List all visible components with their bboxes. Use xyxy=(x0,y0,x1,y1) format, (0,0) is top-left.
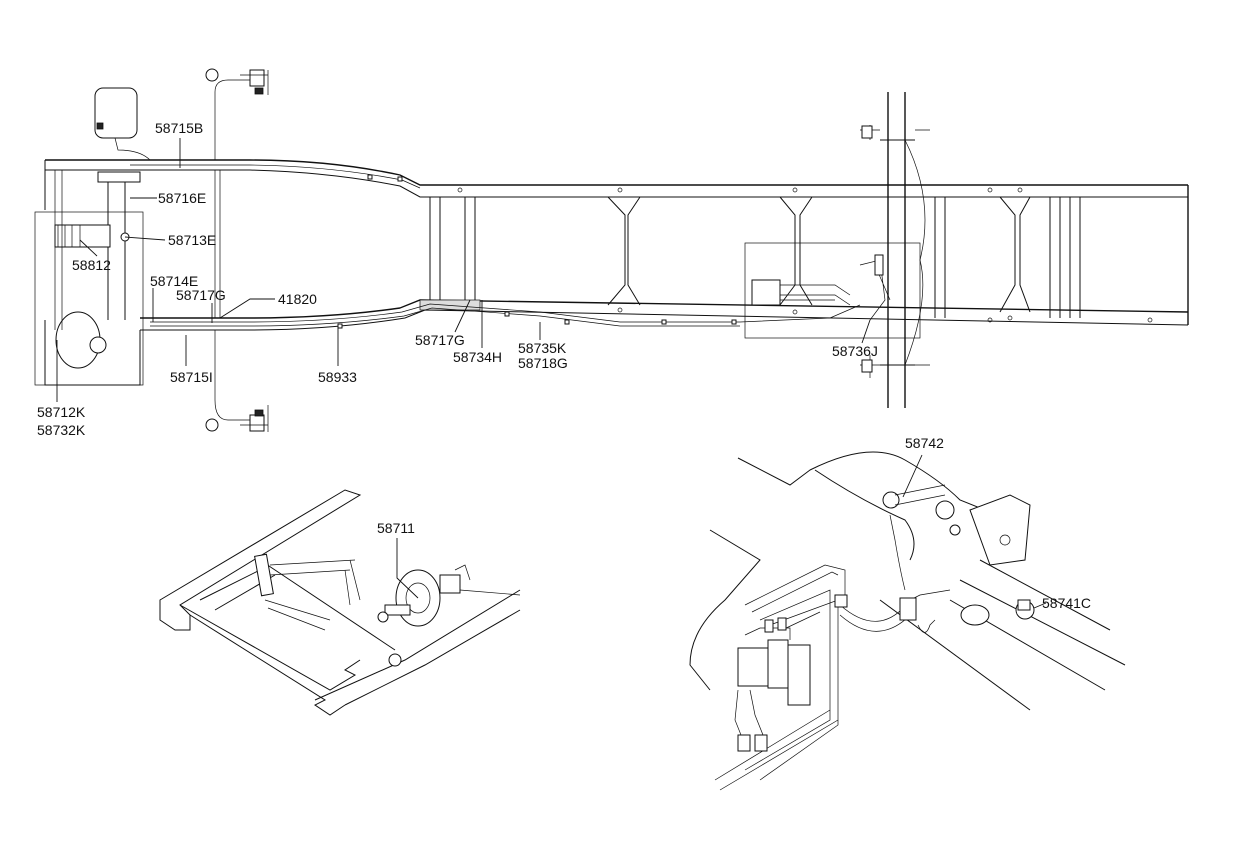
callout-58933: 58933 xyxy=(318,369,357,385)
callout-58736J: 58736J xyxy=(832,343,878,359)
brake-booster-top-view xyxy=(34,170,144,386)
valve-detail-frame xyxy=(689,451,1126,791)
callout-leaders xyxy=(56,138,1047,609)
callout-41820: 41820 xyxy=(278,291,317,307)
callout-58812: 58812 xyxy=(72,257,111,273)
front-wheel-brake-bottom xyxy=(205,330,269,432)
callout-58716E: 58716E xyxy=(158,190,206,206)
proportioning-valve-box xyxy=(744,242,921,339)
booster-detail-frame xyxy=(159,489,521,716)
callout-58715B: 58715B xyxy=(155,120,203,136)
callout-58741C: 58741C xyxy=(1042,595,1091,611)
callout-58715I: 58715I xyxy=(170,369,213,385)
rear-wheel-brakes xyxy=(860,125,930,378)
brake-line-route xyxy=(130,164,861,329)
callout-58718G: 58718G xyxy=(518,355,568,371)
callout-58742: 58742 xyxy=(905,435,944,451)
callout-58714E: 58714E xyxy=(150,273,198,289)
master-cylinder-reservoir xyxy=(94,87,151,161)
callout-58732K: 58732K xyxy=(37,422,86,438)
callout-labels: 58715B 58716E 58713E 58812 58714E 58717G… xyxy=(37,120,1091,611)
chassis-frame xyxy=(44,92,1189,408)
callout-58717G-mid: 58717G xyxy=(415,332,465,348)
callout-58713E: 58713E xyxy=(168,232,216,248)
callout-58711: 58711 xyxy=(377,520,415,536)
callout-58717G-top: 58717G xyxy=(176,287,226,303)
callout-58735K: 58735K xyxy=(518,340,567,356)
callout-58734H: 58734H xyxy=(453,349,502,365)
front-wheel-brake-top xyxy=(205,68,269,160)
callout-58712K: 58712K xyxy=(37,404,86,420)
